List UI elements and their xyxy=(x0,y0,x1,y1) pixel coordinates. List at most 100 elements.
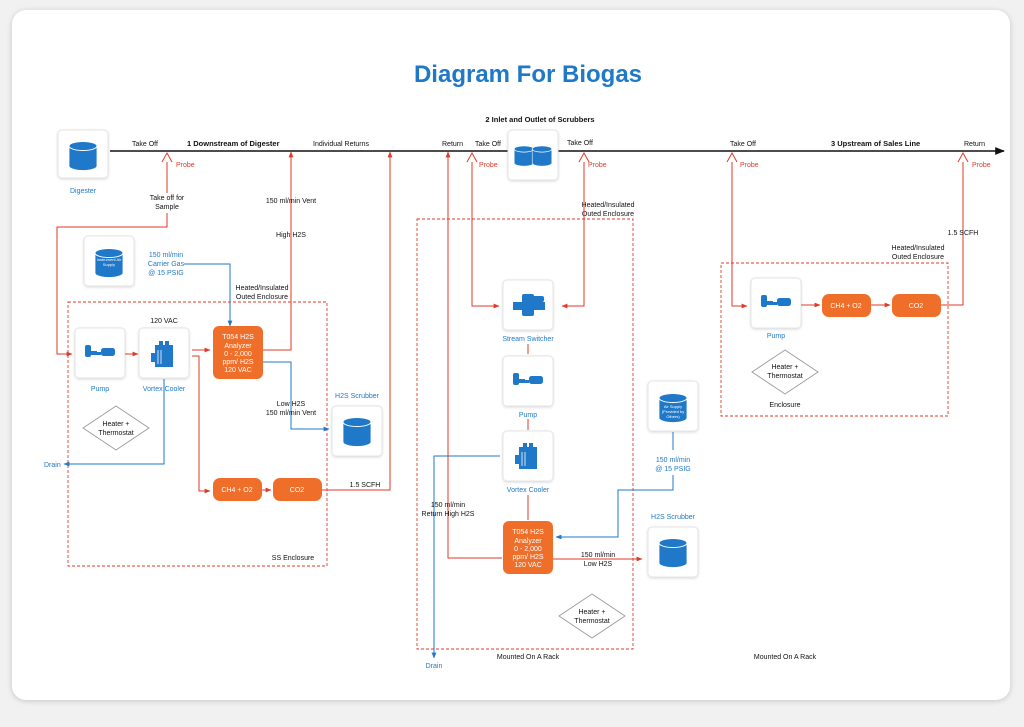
pump-label-2: Pump xyxy=(519,412,537,419)
h2s-scrubber-label-2: H2S Scrubber xyxy=(651,514,696,521)
analyzer-2-line4: ppm/ H2S xyxy=(512,554,543,561)
heated-enclosure-1-line2: Outed Enclosure xyxy=(236,294,288,301)
section-2-label: 2 Inlet and Outlet of Scrubbers xyxy=(485,115,594,124)
ch4-o2-box-1[interactable] xyxy=(213,478,262,501)
page-title: Diagram For Biogas xyxy=(414,61,642,88)
low-h2s-vent-line xyxy=(263,361,330,432)
carrier-gas-line2: Carrier Gas xyxy=(148,261,185,268)
section-1-label: 1 Downstream of Digester xyxy=(187,139,280,148)
stream-switcher-inlet-line xyxy=(471,162,500,309)
probe-label-4: Probe xyxy=(740,162,759,169)
analyzer-1[interactable] xyxy=(213,326,263,379)
return-high-h2s-line2: Return High H2S xyxy=(422,511,475,518)
heated-enclosure-3-line1: Heated/Insulated xyxy=(892,245,945,252)
analyzer-1-line1: T054 H2S xyxy=(222,334,254,341)
heated-enclosure-1-line1: Heated/Insulated xyxy=(236,285,289,292)
carrier-gas-line1: 150 ml/min xyxy=(149,252,183,259)
drain-label-1: Drain xyxy=(44,462,61,469)
vortex-cooler-label-2: Vortex Cooler xyxy=(507,487,550,494)
low-h2s-vent-line2: 150 ml/min Vent xyxy=(266,410,316,417)
co2-box-2[interactable] xyxy=(892,294,941,317)
stream-switcher-icon xyxy=(513,294,545,316)
section-3-label: 3 Upstream of Sales Line xyxy=(831,139,920,148)
air-supply-line xyxy=(555,475,674,540)
h2s-scrubber-icon-2 xyxy=(658,538,688,568)
sample-flow-line xyxy=(56,213,168,357)
heated-enclosure-2-line2: Outed Enclosure xyxy=(582,211,634,218)
probe-label-2: Probe xyxy=(479,162,498,169)
analyzer-2-line2: Analyzer xyxy=(514,538,542,545)
heater-thermostat-1 xyxy=(82,405,150,451)
take-off-label-2: Take Off xyxy=(475,141,501,148)
pump-label-3: Pump xyxy=(767,333,785,340)
mounted-rack-label-2: Mounted On A Rack xyxy=(754,654,817,661)
scfh-label-1: 1.5 SCFH xyxy=(350,482,381,489)
analyzer-1-line4: ppm/ H2S xyxy=(222,359,253,366)
return-high-h2s-line xyxy=(445,151,502,559)
co2-box-1[interactable] xyxy=(273,478,322,501)
analyzer-2-line3: 0 - 2,000 xyxy=(514,546,542,553)
take-off-label-4: Take Off xyxy=(730,141,756,148)
ss-enclosure xyxy=(67,301,328,567)
heater-thermostat-2 xyxy=(558,593,626,639)
scrubbers-icon xyxy=(513,145,553,167)
heater-1-line2: Thermostat xyxy=(98,430,133,437)
heater-1-line1: Heater + xyxy=(102,421,129,428)
drain-line-2 xyxy=(431,455,500,659)
ch4-o2-label-2: CH4 + O2 xyxy=(830,303,861,310)
probe-label-3: Probe xyxy=(588,162,607,169)
air-supply-line2: (Provided by xyxy=(662,409,684,414)
pump-3-inlet-line xyxy=(731,162,748,309)
diagram-card: Diagram For Biogas Take Off 1 Downstream… xyxy=(12,10,1010,700)
pump-label-1: Pump xyxy=(91,386,109,393)
ch4-o2-label-1: CH4 + O2 xyxy=(221,487,252,494)
analyzer-2-line5: 120 VAC xyxy=(514,562,542,569)
h2s-scrubber-icon-1 xyxy=(342,417,372,447)
ch4-o2-box-2[interactable] xyxy=(822,294,871,317)
heater-2-line2: Thermostat xyxy=(574,618,609,625)
take-off-sample-line2: Sample xyxy=(155,204,179,211)
scfh-return-line-2 xyxy=(941,162,964,306)
analyzer-1-line3: 0 - 2,000 xyxy=(224,351,252,358)
take-off-sample-line1: Take off for xyxy=(150,195,185,202)
return-label-end: Return xyxy=(964,141,985,148)
biogas-diagram: Diagram For Biogas Take Off 1 Downstream… xyxy=(44,61,1005,670)
heater-2-line1: Heater + xyxy=(578,609,605,616)
carrier-gas-line3: @ 15 PSIG xyxy=(148,270,184,277)
probe-label-1: Probe xyxy=(176,162,195,169)
low-h2s-flow-line2: Low H2S xyxy=(584,561,613,568)
vac-label: 120 VAC xyxy=(150,318,178,325)
air-supply-line1: Air Supply xyxy=(664,404,682,409)
stream-switcher-inlet-line-2 xyxy=(561,162,585,309)
analyzer-2[interactable] xyxy=(503,521,553,574)
take-off-label-3: Take Off xyxy=(567,140,593,147)
individual-returns-label: Individual Returns xyxy=(313,141,370,148)
mounted-rack-label-1: Mounted On A Rack xyxy=(497,654,560,661)
heater-3-line2: Thermostat xyxy=(767,373,802,380)
co2-label-1: CO2 xyxy=(290,487,305,494)
high-h2s-label: High H2S xyxy=(276,232,306,239)
digester-icon xyxy=(68,141,98,171)
instrument-air-line2: Supply xyxy=(103,262,115,267)
probe-label-5: Probe xyxy=(972,162,991,169)
heated-enclosure-3-line2: Outed Enclosure xyxy=(892,254,944,261)
scfh-return-line-1 xyxy=(322,151,393,491)
enclosure-label: Enclosure xyxy=(769,402,800,409)
heated-enclosure-2-line1: Heated/Insulated xyxy=(582,202,635,209)
return-high-h2s-line1: 150 ml/min xyxy=(431,502,465,509)
stream-switcher-label: Stream Switcher xyxy=(502,336,554,343)
cooler-to-ch4-line xyxy=(192,355,211,494)
return-label-1: Return xyxy=(442,141,463,148)
analyzer-1-line5: 120 VAC xyxy=(224,367,252,374)
low-h2s-vent-line1: Low H2S xyxy=(277,401,306,408)
digester-label: Digester xyxy=(70,188,97,195)
air-supply-flow-line2: @ 15 PSIG xyxy=(655,466,691,473)
analyzer-2-line1: T054 H2S xyxy=(512,529,544,536)
scfh-label-2: 1.5 SCFH xyxy=(948,230,979,237)
take-off-label-1: Take Off xyxy=(132,141,158,148)
rack-enclosure xyxy=(416,218,634,650)
heater-3-line1: Heater + xyxy=(771,364,798,371)
analyzer-1-line2: Analyzer xyxy=(224,343,252,350)
air-supply-flow-line1: 150 ml/min xyxy=(656,457,690,464)
heater-thermostat-3 xyxy=(751,349,819,395)
